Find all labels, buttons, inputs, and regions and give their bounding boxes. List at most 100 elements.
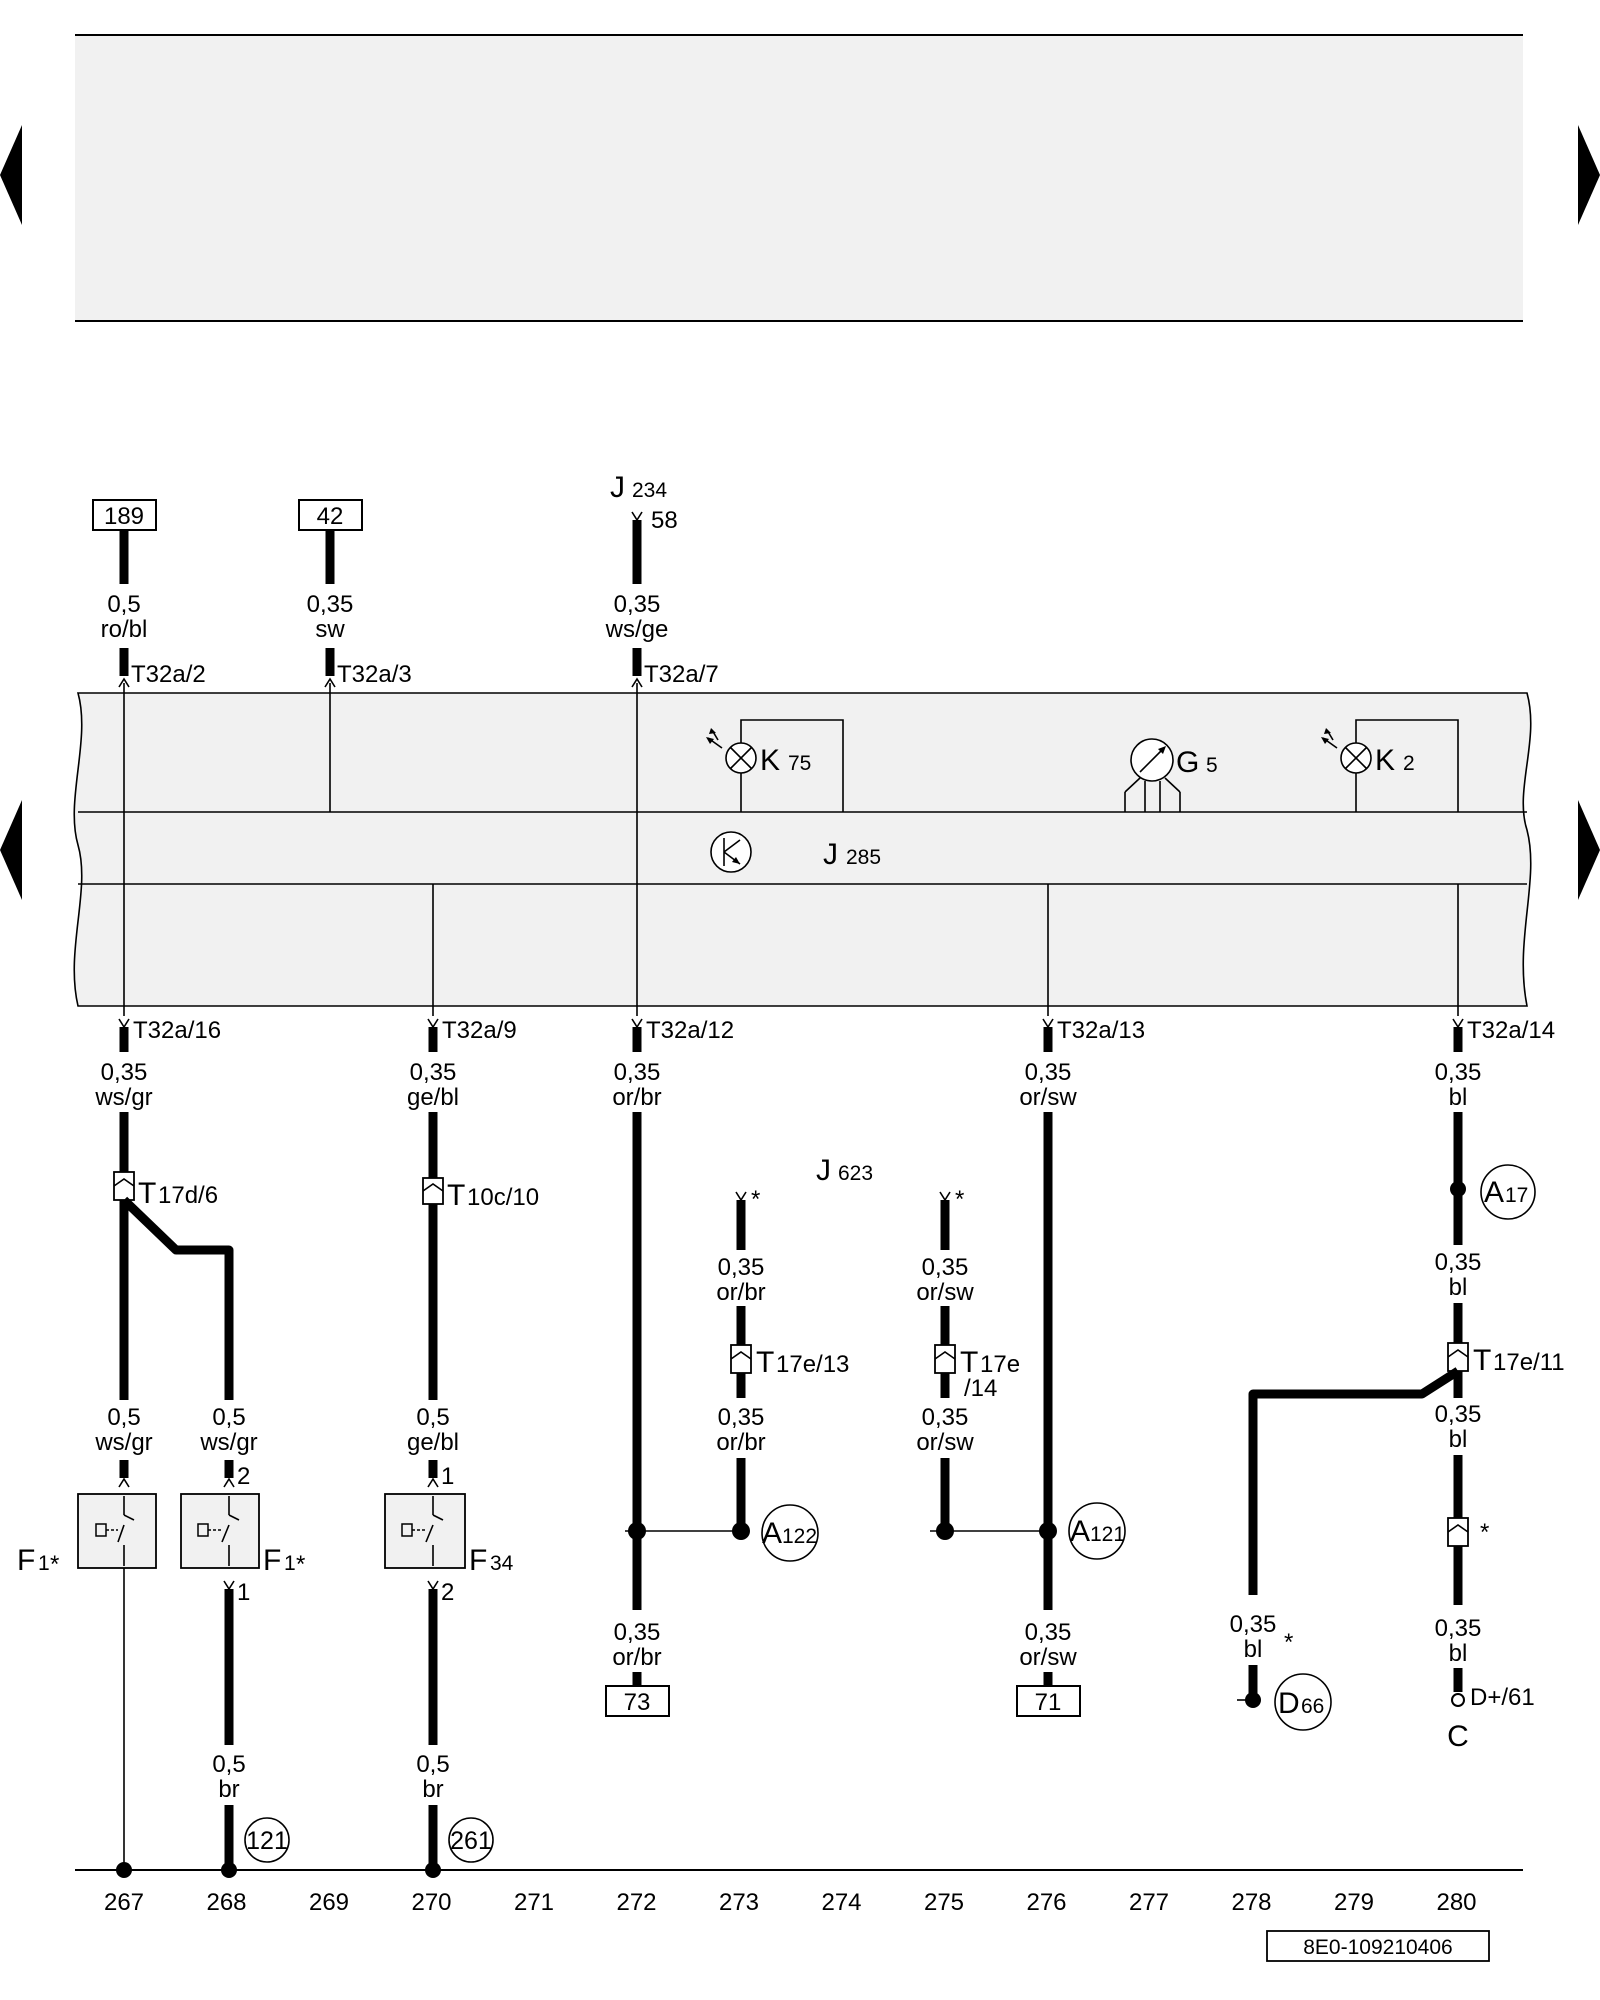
wire-280-bot-size: 0,35 — [1435, 1615, 1482, 1642]
junction-a17 — [1450, 1181, 1466, 1197]
wire-280-bot-color: bl — [1449, 1640, 1468, 1667]
wire-276-bot-size: 0,35 — [1025, 1619, 1072, 1646]
ground-point-121-icon — [244, 1817, 290, 1863]
wire-268-gnd-size: 0,5 — [212, 1751, 245, 1778]
switch-f1-right-letter: F — [263, 1544, 281, 1577]
wire-280-mid-size: 0,35 — [1435, 1059, 1482, 1086]
ref-box-42[interactable] — [298, 499, 363, 531]
next-page-arrow-icon-lower[interactable] — [1578, 800, 1600, 900]
switch-f1-left-icon — [77, 1493, 157, 1569]
connector-t32a-16: T32a/16 — [133, 1017, 221, 1044]
wire-268-branch — [120, 1196, 234, 1400]
connector-pin-icon — [324, 677, 336, 688]
plug-t10c-10-icon — [422, 1177, 444, 1205]
connector-pin-icon — [939, 1191, 951, 1202]
wire-269-top-color: sw — [315, 616, 345, 643]
column-number: 278 — [1231, 1889, 1271, 1916]
wire-267-low-size: 0,5 — [107, 1404, 140, 1431]
ref-71-label: 71 — [1035, 1689, 1062, 1716]
k2-warning-lamp-icon — [1321, 719, 1459, 812]
g5-gauge-icon — [1124, 738, 1181, 812]
wire-272-bot-color: or/br — [612, 1644, 661, 1671]
wire-278-bot-color: bl — [1244, 1636, 1263, 1663]
j234-letter: J — [610, 471, 625, 504]
column-number: 274 — [821, 1889, 861, 1916]
connector-t32a-14: T32a/14 — [1467, 1017, 1555, 1044]
ref-box-71[interactable] — [1016, 1685, 1081, 1717]
junction-d66 — [1245, 1692, 1261, 1708]
wire-276-bot-color: or/sw — [1019, 1644, 1077, 1671]
connector-pin-icon — [223, 1477, 235, 1488]
connector-pin-icon — [427, 1477, 439, 1488]
column-number: 276 — [1026, 1889, 1066, 1916]
ground-junction-268 — [221, 1862, 237, 1878]
wire-270-low-size: 0,5 — [416, 1404, 449, 1431]
terminal-d61-icon — [1451, 1693, 1465, 1707]
connector-pin-icon — [1452, 1018, 1464, 1029]
connector-pin-icon — [118, 1477, 130, 1488]
connector-pin-icon — [735, 1191, 747, 1202]
switch-f34-icon — [384, 1493, 466, 1569]
plug-t17d-6-letter: T — [138, 1177, 156, 1210]
connector-pin-icon — [1042, 1018, 1054, 1029]
k2-letter: K — [1375, 744, 1395, 777]
wire-267-top-size: 0,5 — [107, 591, 140, 618]
plug-t17e-14-icon — [934, 1344, 956, 1374]
connector-pin-icon — [118, 1018, 130, 1029]
connection-d66-number: 66 — [1301, 1695, 1324, 1718]
connection-a121-letter: A — [1070, 1515, 1090, 1548]
prev-page-arrow-icon[interactable] — [0, 125, 22, 225]
wire-272-bot-size: 0,35 — [614, 1619, 661, 1646]
terminal-d61-label: D+/61 — [1470, 1684, 1535, 1711]
wire-270-mid-color: ge/bl — [407, 1084, 459, 1111]
connection-d66-letter: D — [1278, 1687, 1300, 1720]
wire-280-b-color: bl — [1449, 1426, 1468, 1453]
plug-t17e-14-letter: T — [960, 1346, 978, 1379]
g5-letter: G — [1176, 746, 1199, 779]
connector-t32a-12: T32a/12 — [646, 1017, 734, 1044]
column-number: 279 — [1334, 1889, 1374, 1916]
ref-73-label: 73 — [624, 1689, 651, 1716]
wire-276-mid-color: or/sw — [1019, 1084, 1077, 1111]
switch-f34-pin-top: 1 — [441, 1463, 454, 1490]
j285-number: 285 — [846, 846, 881, 869]
wire-275-b-color: or/sw — [916, 1429, 974, 1456]
plug-t17d-6-rest: 17d/6 — [158, 1182, 218, 1209]
prev-page-arrow-icon-lower[interactable] — [0, 800, 22, 900]
connector-t32a-3: T32a/3 — [337, 661, 412, 688]
k75-number: 75 — [788, 752, 811, 775]
wire-269-top-size: 0,35 — [307, 591, 354, 618]
junction-276 — [1039, 1522, 1057, 1540]
wire-270-mid-size: 0,35 — [410, 1059, 457, 1086]
wire-268-low-size: 0,5 — [212, 1404, 245, 1431]
switch-f1-right-icon — [180, 1493, 260, 1569]
column-number: 273 — [719, 1889, 759, 1916]
j623-star-275: * — [955, 1186, 964, 1213]
connection-a122-letter: A — [762, 1517, 782, 1550]
column-number: 271 — [514, 1889, 554, 1916]
junction-272 — [628, 1522, 646, 1540]
header-panel — [75, 35, 1523, 321]
plug-t17e-14-line2: /14 — [964, 1375, 997, 1402]
j623-star-273: * — [751, 1186, 760, 1213]
connection-a122-number: 122 — [782, 1525, 817, 1548]
column-number: 277 — [1129, 1889, 1169, 1916]
j285-control-unit-icon — [710, 831, 752, 873]
connector-pin-icon — [223, 1580, 235, 1591]
wire-278-bot-size: 0,35 — [1230, 1611, 1277, 1638]
j623-letter: J — [816, 1154, 831, 1187]
ref-box-73[interactable] — [605, 1685, 670, 1717]
j623-number: 623 — [838, 1162, 873, 1185]
wire-272-top-size: 0,35 — [614, 591, 661, 618]
wire-270-gnd-size: 0,5 — [416, 1751, 449, 1778]
wire-268-gnd-color: br — [218, 1776, 239, 1803]
switch-f1-right-mark: * — [296, 1551, 305, 1578]
connection-d66-icon — [1274, 1673, 1332, 1731]
g5-number: 5 — [1206, 754, 1218, 777]
connection-a122-icon — [761, 1504, 819, 1562]
ground-point-261: 261 — [450, 1827, 492, 1855]
next-page-arrow-icon[interactable] — [1578, 125, 1600, 225]
wire-280-b-size: 0,35 — [1435, 1401, 1482, 1428]
